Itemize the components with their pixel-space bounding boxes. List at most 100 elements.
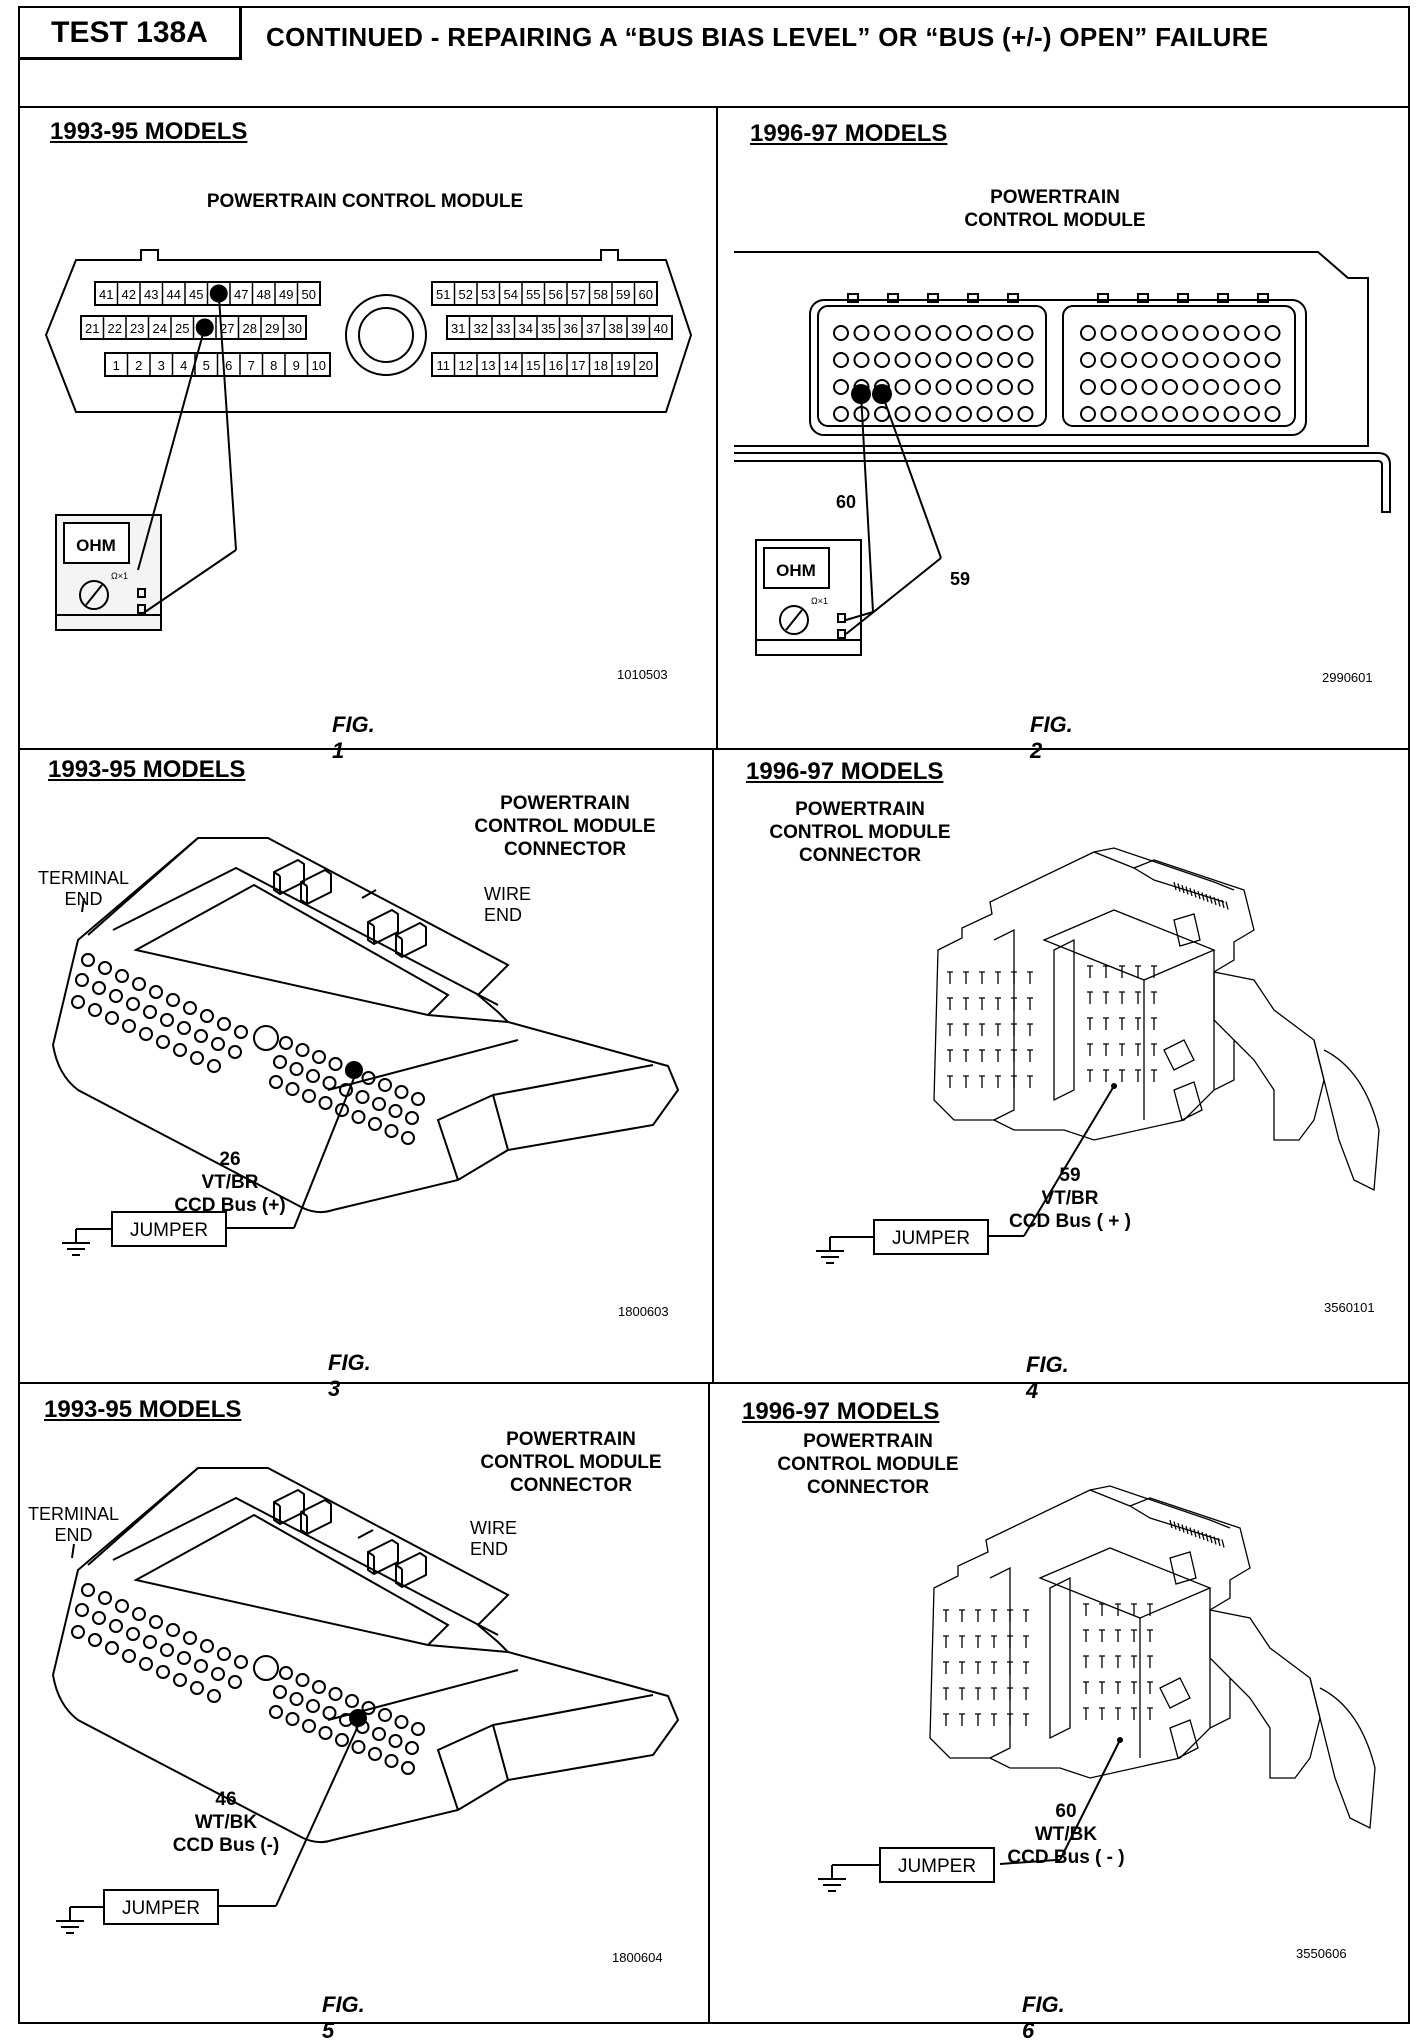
- terminal-cavity: [126, 997, 140, 1011]
- module-title: POWERTRAIN CONTROL MODULE CONNECTOR: [480, 1429, 662, 1496]
- terminal: [947, 997, 953, 1010]
- terminal-cavity: [1203, 325, 1219, 341]
- pin-number: 12: [459, 358, 473, 373]
- pin-number: 42: [122, 287, 136, 302]
- retaining-clip: [1173, 913, 1201, 947]
- pcm-connector-isometric: JUMPER: [51, 1467, 680, 1934]
- terminal-cavity: [1264, 379, 1281, 395]
- ribbed-latch: [1209, 895, 1213, 904]
- module-title: POWERTRAIN CONTROL MODULE CONNECTOR: [474, 793, 656, 860]
- retaining-clip: [1159, 1677, 1191, 1709]
- terminal-cavity: [166, 993, 180, 1007]
- connector-top-edge: [1089, 1485, 1231, 1529]
- page-title: CONTINUED - REPAIRING A “BUS BIAS LEVEL”…: [266, 22, 1269, 52]
- terminal-cavity: [1017, 406, 1034, 422]
- terminal-cavity: [156, 1665, 170, 1679]
- terminal-cavity: [1223, 406, 1240, 422]
- models-heading: 1996-97 MODELS: [742, 1398, 940, 1425]
- terminal: [1011, 1049, 1017, 1062]
- terminal-cavity: [115, 1599, 129, 1613]
- ribbed-latch: [1217, 1537, 1221, 1547]
- connector-top-edge: [1093, 847, 1235, 891]
- jumper-wire: [275, 1725, 359, 1907]
- terminal: [1099, 1629, 1105, 1642]
- terminal-cavity: [109, 989, 123, 1003]
- locking-tab-edge: [273, 1501, 281, 1507]
- pin-number: 33: [496, 321, 510, 336]
- ribbed-latch: [1189, 1527, 1193, 1536]
- connector-rib: [993, 928, 1015, 1121]
- pin-number: 50: [302, 287, 316, 302]
- pin-number: 22: [108, 321, 122, 336]
- terminal: [1151, 965, 1157, 978]
- terminal: [1007, 1609, 1013, 1622]
- terminal: [1115, 1655, 1121, 1668]
- terminal-cavity: [1203, 406, 1219, 422]
- terminal: [1027, 1049, 1033, 1062]
- terminal-cavity: [306, 1069, 320, 1083]
- pin-number: 52: [459, 287, 473, 302]
- jumper-wire: [1059, 1739, 1121, 1861]
- terminal-end-pointer: [71, 1543, 75, 1559]
- terminal-cavity: [109, 1619, 123, 1633]
- terminal: [1083, 1707, 1089, 1720]
- ribbed-latch: [1217, 898, 1221, 907]
- connector-edge: [427, 1644, 509, 1653]
- wire-harness-boot: [1209, 1609, 1321, 1779]
- terminal-cavity: [388, 1734, 403, 1748]
- pin-number: 40: [654, 321, 668, 336]
- figure-caption: FIG. 2: [1030, 712, 1073, 763]
- terminal-cavity: [318, 1726, 333, 1740]
- terminal-cavity: [139, 1657, 153, 1671]
- terminal: [979, 1075, 985, 1088]
- terminal-cavity: [915, 406, 931, 422]
- retaining-clip: [1169, 1719, 1199, 1759]
- terminal: [1011, 1023, 1017, 1036]
- column-divider-bottom: [708, 1382, 710, 2024]
- terminal-cavity: [411, 1722, 425, 1736]
- terminal: [1147, 1655, 1153, 1668]
- pin-number: 38: [609, 321, 623, 336]
- terminal-cavity: [211, 1037, 225, 1051]
- terminal: [1023, 1609, 1029, 1622]
- pin-number: 55: [526, 287, 540, 302]
- pin-number: 17: [571, 358, 585, 373]
- terminal: [1007, 1687, 1013, 1700]
- terminal-cavity: [126, 1627, 140, 1641]
- terminal: [943, 1609, 949, 1622]
- terminal-cavity: [1223, 352, 1240, 368]
- terminal-cavity: [956, 352, 972, 368]
- ohmmeter-dial: [779, 605, 809, 635]
- pin-number: 53: [481, 287, 495, 302]
- terminal: [943, 1713, 949, 1726]
- image-code: 2990601: [1322, 670, 1373, 685]
- terminal-cavity: [1162, 379, 1178, 395]
- connector-drawing: [929, 1485, 1376, 1830]
- terminal-cavity: [71, 995, 85, 1009]
- terminal: [979, 997, 985, 1010]
- terminal-end-pointer: [81, 897, 85, 913]
- terminal-cavity: [894, 352, 911, 368]
- terminal-cavity: [312, 1050, 326, 1064]
- pin-number: 28: [243, 321, 257, 336]
- models-heading: 1996-97 MODELS: [750, 120, 948, 147]
- pin-number: 20: [639, 358, 653, 373]
- terminal-cavity: [401, 1761, 415, 1775]
- pin-number: 4: [180, 358, 187, 373]
- ribbed-latch: [1177, 1522, 1181, 1532]
- terminal-cavity: [1162, 406, 1178, 422]
- pcm-outline: [44, 249, 693, 413]
- terminal: [1147, 1629, 1153, 1642]
- pin-number: 5: [203, 358, 210, 373]
- terminal-cavity: [833, 352, 849, 368]
- connector-edge: [1139, 1588, 1211, 1758]
- ohmmeter-dial-pointer: [85, 584, 103, 606]
- ohmmeter-jack: [837, 629, 846, 639]
- ribbed-latch: [1225, 901, 1229, 910]
- mounting-bracket: [734, 452, 1391, 513]
- pin-number: 57: [571, 287, 585, 302]
- terminal-cavity: [177, 1021, 191, 1035]
- terminal: [995, 997, 1001, 1010]
- pin-number: 6: [225, 358, 232, 373]
